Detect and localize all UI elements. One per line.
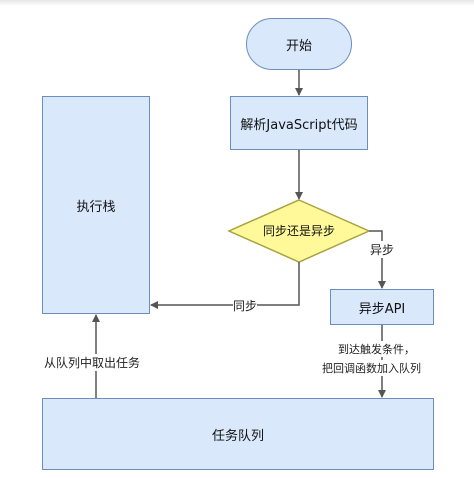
start-label: 开始 xyxy=(285,38,312,54)
task-queue-node: 任务队列 xyxy=(42,398,434,470)
start-node: 开始 xyxy=(246,18,352,70)
async-api-node: 异步API xyxy=(330,289,434,325)
sync-edge-label: 同步 xyxy=(233,297,258,314)
parse-code-label: 解析JavaScript代码 xyxy=(240,117,358,133)
dequeue-edge-label: 从队列中取出任务 xyxy=(44,354,141,371)
callback-label-line1: 到达触发条件， xyxy=(338,341,415,357)
call-stack-node: 执行栈 xyxy=(42,96,150,314)
window-top-edge xyxy=(0,0,474,6)
async-api-label: 异步API xyxy=(358,301,406,317)
async-edge-label: 异步 xyxy=(370,241,395,258)
call-stack-label: 执行栈 xyxy=(76,199,116,215)
edge-decision-to-async xyxy=(369,230,386,289)
task-queue-label: 任务队列 xyxy=(211,428,264,444)
parse-code-node: 解析JavaScript代码 xyxy=(230,96,368,150)
edge-decision-to-stack xyxy=(150,262,300,309)
callback-label-line2: 把回调函数加入队列 xyxy=(322,360,421,376)
decision-label: 同步还是异步 xyxy=(262,224,335,238)
